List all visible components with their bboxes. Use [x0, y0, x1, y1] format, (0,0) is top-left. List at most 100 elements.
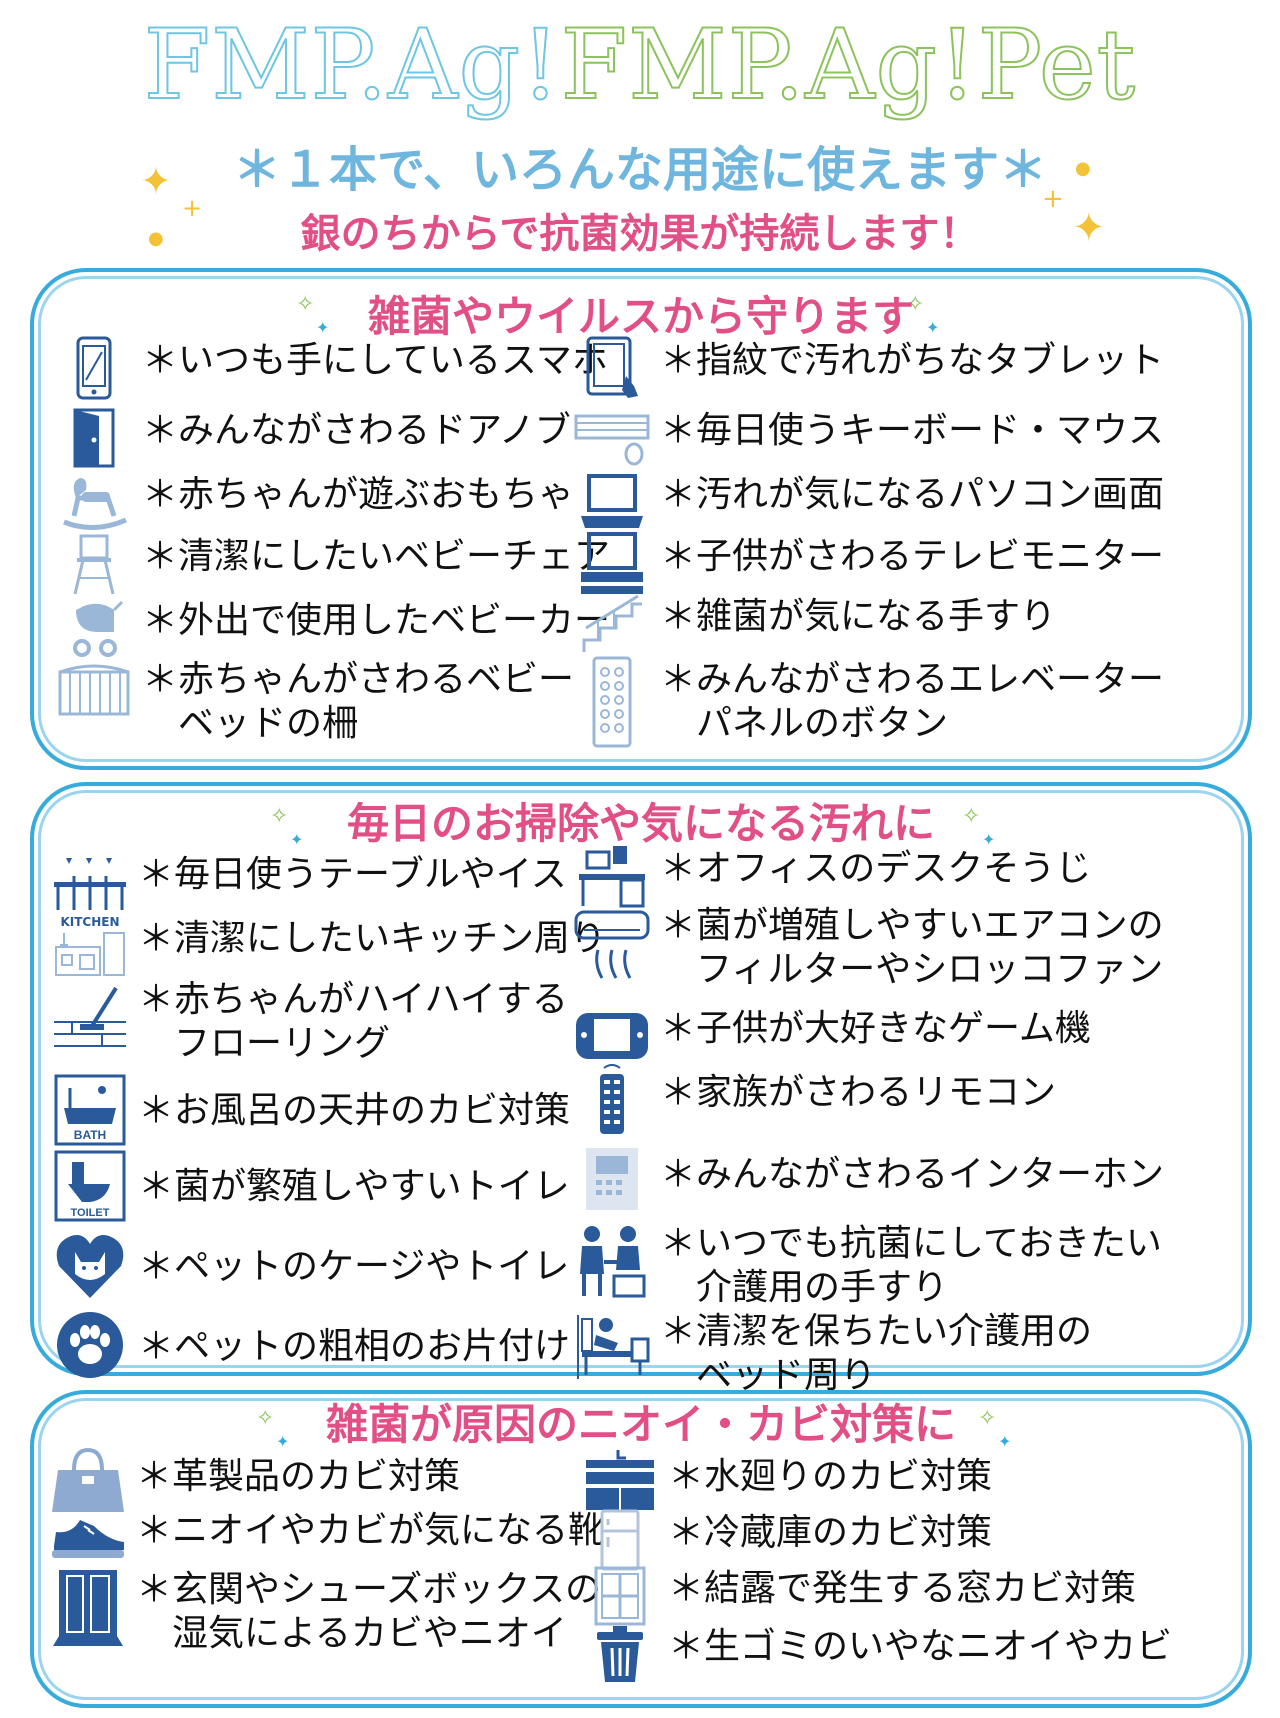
list-item: ＊みんながさわるエレベーターパネルのボタン	[574, 656, 1234, 750]
item-line: パネルのボタン	[696, 703, 949, 744]
item-line: ベッド周り	[696, 1355, 877, 1396]
item-text: ＊指紋で汚れがちなタブレット	[660, 340, 1165, 381]
item-text: ＊清潔を保ちたい介護用のベッド周り	[660, 1310, 1092, 1398]
item-text: ＊菌が増殖しやすいエアコンのフィルターやシロッコファン	[660, 904, 1164, 992]
list-item: ＊赤ちゃんが遊ぶおもちゃ	[56, 472, 616, 532]
list-item: ＊水廻りのカビ対策	[582, 1450, 1242, 1514]
list-item: TOILET ＊菌が繁殖しやすいトイレ	[52, 1150, 612, 1222]
item-text: ＊子供がさわるテレビモニター	[660, 536, 1165, 577]
intercom-icon	[574, 1144, 650, 1214]
door-icon	[56, 406, 132, 470]
list-item: ＊オフィスのデスクそうじ	[574, 844, 1234, 908]
list-item: ＊みんながさわるインターホン	[574, 1146, 1234, 1216]
floor-mop-icon	[52, 986, 128, 1050]
list-item: ＊赤ちゃんがさわるベビーベッドの柵	[56, 658, 616, 750]
toilet-icon: TOILET	[52, 1150, 128, 1222]
office-desk-icon	[574, 844, 650, 908]
laptop-icon	[574, 470, 650, 534]
sparkle-icon: ✦	[140, 159, 172, 203]
keyboard-mouse-icon	[574, 406, 650, 470]
list-item: ＊清潔にしたいベビーチェア	[56, 534, 616, 595]
item-line: ＊赤ちゃんがハイハイする	[138, 979, 568, 1020]
item-text: ＊生ゴミのいやなニオイやカビ	[668, 1626, 1173, 1667]
elevator-panel-icon	[574, 656, 650, 748]
item-text: ＊みんながさわるエレベーターパネルのボタン	[660, 658, 1164, 746]
dining-table-icon	[52, 850, 128, 914]
list-item: ＊冷蔵庫のカビ対策	[582, 1508, 1242, 1572]
item-text: ＊ペットの粗相のお片付け	[138, 1326, 571, 1367]
item-text: ＊雑菌が気になる手すり	[660, 596, 1057, 637]
item-line: 介護用の手すり	[696, 1267, 949, 1308]
list-item: KITCHEN ＊清潔にしたいキッチン周り	[52, 914, 612, 978]
list-item: ＊子供がさわるテレビモニター	[574, 532, 1234, 596]
sparkle-icon: ✧	[962, 804, 981, 829]
list-item: ＊指紋で汚れがちなタブレット	[574, 336, 1234, 398]
item-text: ＊汚れが気になるパソコン画面	[660, 474, 1165, 515]
svg-text:TOILET: TOILET	[71, 1207, 110, 1219]
item-text: ＊水廻りのカビ対策	[668, 1456, 993, 1497]
item-line: ＊玄関やシューズボックスの	[136, 1569, 602, 1610]
list-item: ＊玄関やシューズボックスの湿気によるカビやニオイ	[50, 1568, 630, 1660]
list-item: ＊みんながさわるドアノブ	[56, 408, 616, 468]
item-text: ＊玄関やシューズボックスの湿気によるカビやニオイ	[136, 1568, 601, 1656]
sparkle-icon: ●	[1075, 158, 1091, 179]
list-item: ＊結露で発生する窓カビ対策	[582, 1566, 1242, 1626]
list-item: ＊革製品のカビ対策	[50, 1447, 630, 1514]
item-text: ＊オフィスのデスクそうじ	[660, 848, 1092, 889]
shoe-cabinet-icon	[50, 1566, 126, 1650]
air-conditioner-icon	[574, 902, 650, 994]
item-text: ＊赤ちゃんが遊ぶおもちゃ	[142, 474, 575, 515]
list-item: ＊ペットのケージやトイレ	[52, 1230, 612, 1304]
item-text: ＊清潔にしたいベビーチェア	[142, 536, 611, 577]
care-bed-icon	[574, 1308, 650, 1384]
item-text: ＊菌が繁殖しやすいトイレ	[138, 1166, 570, 1207]
tagline: ＊１本で、いろんな用途に使えます＊	[232, 142, 1048, 198]
list-item: ＊汚れが気になるパソコン画面	[574, 472, 1234, 532]
item-text: ＊ペットのケージやトイレ	[138, 1246, 570, 1287]
sparkle-icon: ✦	[926, 318, 940, 337]
tv-monitor-icon	[574, 532, 650, 596]
handbag-icon	[50, 1446, 126, 1516]
sparkle-icon: ●	[148, 228, 164, 249]
kitchen-label: KITCHEN	[60, 915, 120, 929]
item-text: ＊毎日使うテーブルやイス	[138, 854, 567, 895]
trash-can-icon	[582, 1622, 658, 1686]
list-item: ＊雑菌が気になる手すり	[574, 594, 1234, 654]
item-text: ＊ニオイやカビが気になる靴	[136, 1510, 605, 1551]
sparkle-icon: ✧	[256, 1406, 275, 1431]
smartphone-icon	[56, 336, 132, 400]
sneaker-icon	[50, 1506, 126, 1570]
item-text: ＊清潔にしたいキッチン周り	[138, 918, 607, 959]
item-line: ＊清潔を保ちたい介護用の	[660, 1311, 1093, 1352]
sparkle-icon: ✧	[906, 292, 925, 317]
list-item: ＊生ゴミのいやなニオイやカビ	[582, 1624, 1242, 1684]
section-daily-cleaning: ✧ ✦ ✧ ✦ 毎日のお掃除や気になる汚れに ＊毎日使うテーブルやイス KITC…	[30, 782, 1252, 1396]
bath-icon: BATH	[52, 1074, 128, 1146]
refrigerator-icon	[582, 1508, 658, 1572]
list-item: ＊毎日使うテーブルやイス	[52, 852, 612, 912]
item-line: ＊いつでも抗菌にしておきたい	[660, 1223, 1162, 1264]
list-item: ＊赤ちゃんがハイハイするフローリング	[52, 978, 612, 1070]
page-title: FMP.Ag!FMP.Ag!Pet	[0, 6, 1280, 124]
sparkle-icon: ✦	[290, 830, 304, 849]
subline: 銀のちからで抗菌効果が持続します！	[300, 211, 980, 257]
item-text: ＊冷蔵庫のカビ対策	[668, 1512, 993, 1553]
paw-icon	[52, 1308, 128, 1382]
item-line: ＊みんながさわるエレベーター	[660, 659, 1165, 700]
kitchen-icon: KITCHEN	[52, 914, 128, 978]
section-germs-viruses: ✧ ✦ ✧ ✦ 雑菌やウイルスから守ります ＊いつも手にしているスマホ ＊みんな…	[30, 268, 1252, 770]
list-item: ＊家族がさわるリモコン	[574, 1064, 1234, 1136]
list-item: ＊いつでも抗菌にしておきたい介護用の手すり	[574, 1222, 1234, 1314]
item-text: ＊革製品のカビ対策	[136, 1456, 461, 1497]
list-item: ＊清潔を保ちたい介護用のベッド周り	[574, 1308, 1234, 1396]
item-text: ＊外出で使用したベビーカー	[142, 600, 611, 641]
sparkle-icon: ✦	[982, 830, 996, 849]
item-text: ＊お風呂の天井のカビ対策	[138, 1090, 571, 1131]
section-title: 毎日のお掃除や気になる汚れに	[346, 799, 935, 848]
item-line: ＊赤ちゃんがさわるベビー	[142, 659, 575, 700]
item-line: フィルターやシロッコファン	[696, 949, 1164, 990]
window-icon	[582, 1564, 658, 1628]
sparkle-icon: ✦	[998, 1432, 1012, 1451]
item-line: ＊菌が増殖しやすいエアコンの	[660, 905, 1164, 946]
sparkle-icon: ✦	[316, 318, 330, 337]
